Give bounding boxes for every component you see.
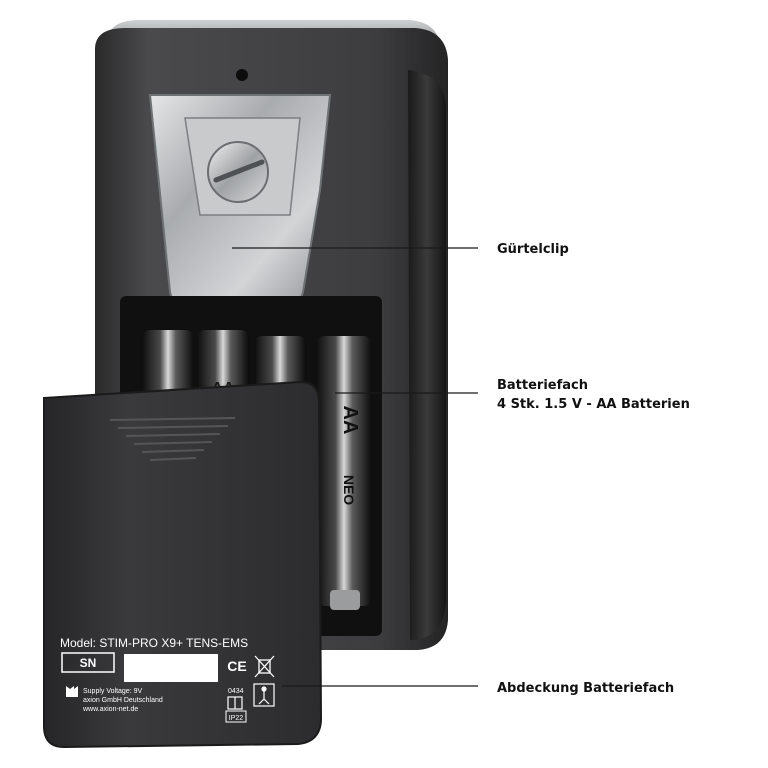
callout-battery-cover: Abdeckung Batteriefach [497, 679, 674, 698]
manufacturer-icon [66, 686, 78, 697]
manual-book-icon [227, 696, 243, 710]
battery-type-label: AA [339, 406, 361, 435]
label-website: www.axion-net.de [82, 706, 138, 713]
callout-battery-cover-text: Abdeckung Batteriefach [497, 681, 675, 696]
label-notified-body: 0434 [228, 688, 244, 695]
side-grip [408, 70, 446, 640]
callout-battery-compartment-title: Batteriefach [497, 378, 588, 393]
callout-battery-compartment: Batteriefach 4 Stk. 1.5 V - AA Batterien [497, 376, 690, 414]
label-ip: IP22 [229, 715, 244, 722]
callout-lines [232, 247, 478, 687]
battery-brand-label: NEO [341, 475, 357, 505]
callout-battery-compartment-detail: 4 Stk. 1.5 V - AA Batterien [497, 397, 690, 412]
weee-bin-icon [254, 655, 275, 678]
callout-belt-clip: Gürtelclip [497, 240, 569, 259]
battery-cover: Model: STIM-PRO X9+ TENS-EMS SN CE Suppl… [43, 380, 323, 749]
bf-applied-part-icon [253, 683, 275, 707]
sn-field [124, 654, 218, 682]
ce-mark: CE [227, 658, 246, 674]
cover-grip-ridges [109, 417, 236, 461]
housing-hole [236, 69, 248, 81]
label-sn: SN [80, 656, 97, 670]
label-model: Model: STIM-PRO X9+ TENS-EMS [60, 636, 248, 650]
product-label: Model: STIM-PRO X9+ TENS-EMS SN CE Suppl… [60, 636, 275, 723]
label-supply: Supply Voltage: 9V [83, 688, 142, 695]
label-manufacturer: axion GmbH Deutschland [83, 697, 163, 704]
battery: AA NEO [316, 336, 372, 606]
belt-clip [148, 94, 332, 309]
callout-belt-clip-text: Gürtelclip [497, 242, 569, 257]
